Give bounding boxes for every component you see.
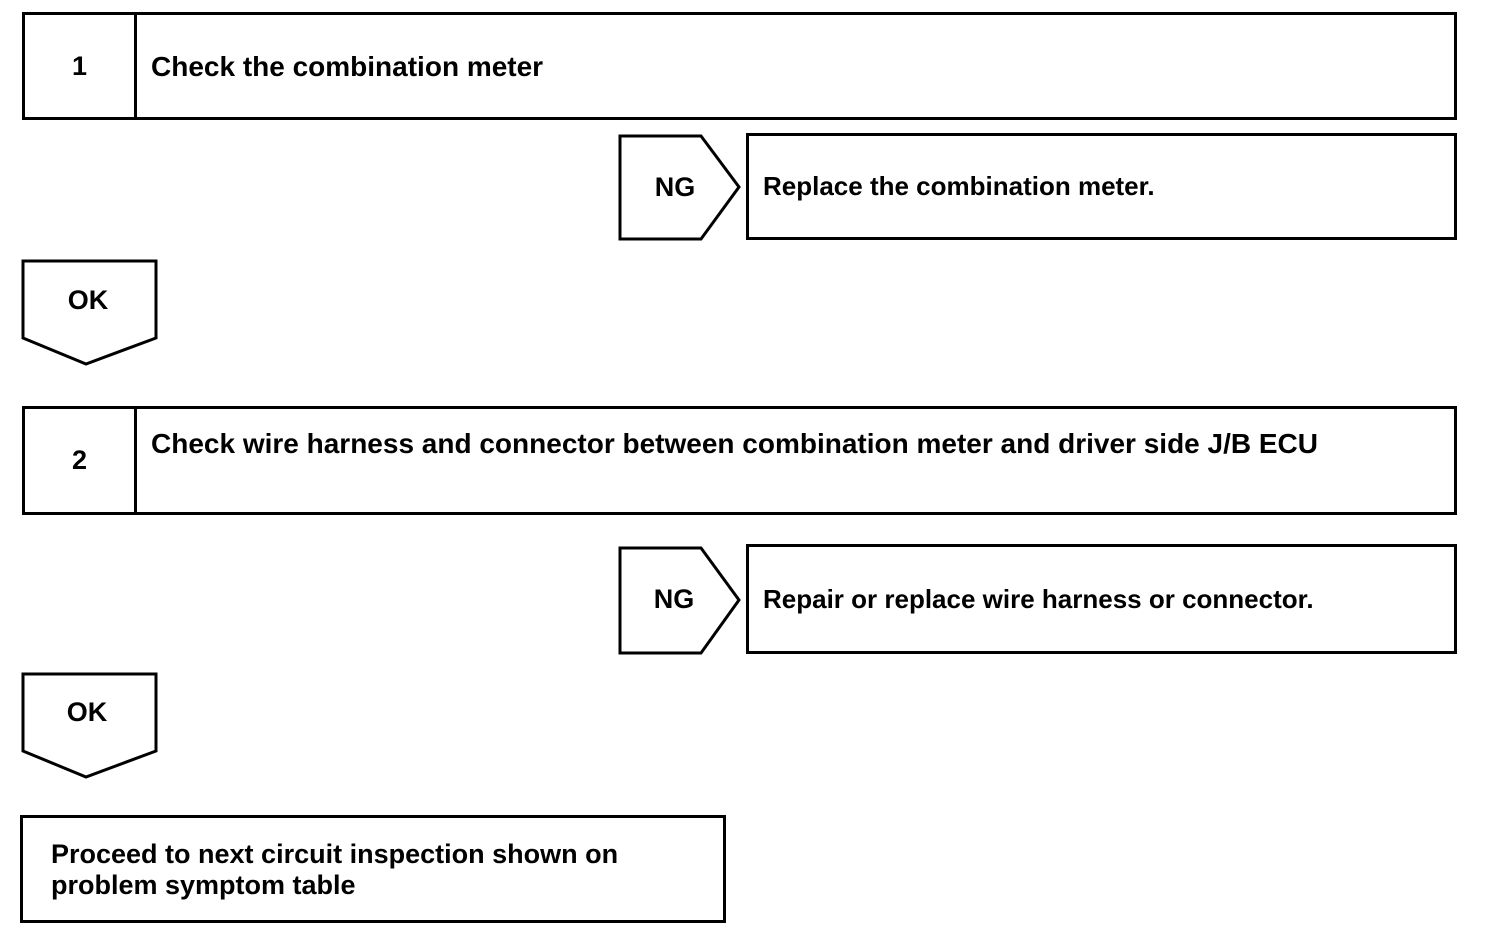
step-1-box: 1 Check the combination meter (22, 12, 1457, 120)
ng-action-text-1: Replace the combination meter. (763, 171, 1155, 201)
ok-label-2: OK (66, 697, 108, 727)
final-action-text: Proceed to next circuit inspection shown… (51, 839, 619, 900)
ng-arrow-2 (618, 546, 741, 655)
ng-action-box-1: Replace the combination meter. (746, 133, 1457, 240)
step-2-box: 2 Check wire harness and connector betwe… (22, 406, 1457, 515)
ok-arrow-2 (21, 672, 158, 779)
ng-label-1: NG (654, 172, 696, 202)
ng-label-2: NG (653, 584, 695, 614)
final-action-box: Proceed to next circuit inspection shown… (20, 815, 726, 923)
step-number: 2 (25, 409, 137, 512)
ok-label-1: OK (67, 285, 109, 315)
step-title: Check wire harness and connector between… (151, 428, 1318, 459)
step-number: 1 (25, 15, 137, 117)
ok-arrow-1 (21, 259, 158, 366)
ng-action-text-2: Repair or replace wire harness or connec… (763, 583, 1314, 614)
step-title: Check the combination meter (151, 51, 544, 82)
ng-arrow-1 (618, 134, 741, 241)
ng-action-box-2: Repair or replace wire harness or connec… (746, 544, 1457, 654)
